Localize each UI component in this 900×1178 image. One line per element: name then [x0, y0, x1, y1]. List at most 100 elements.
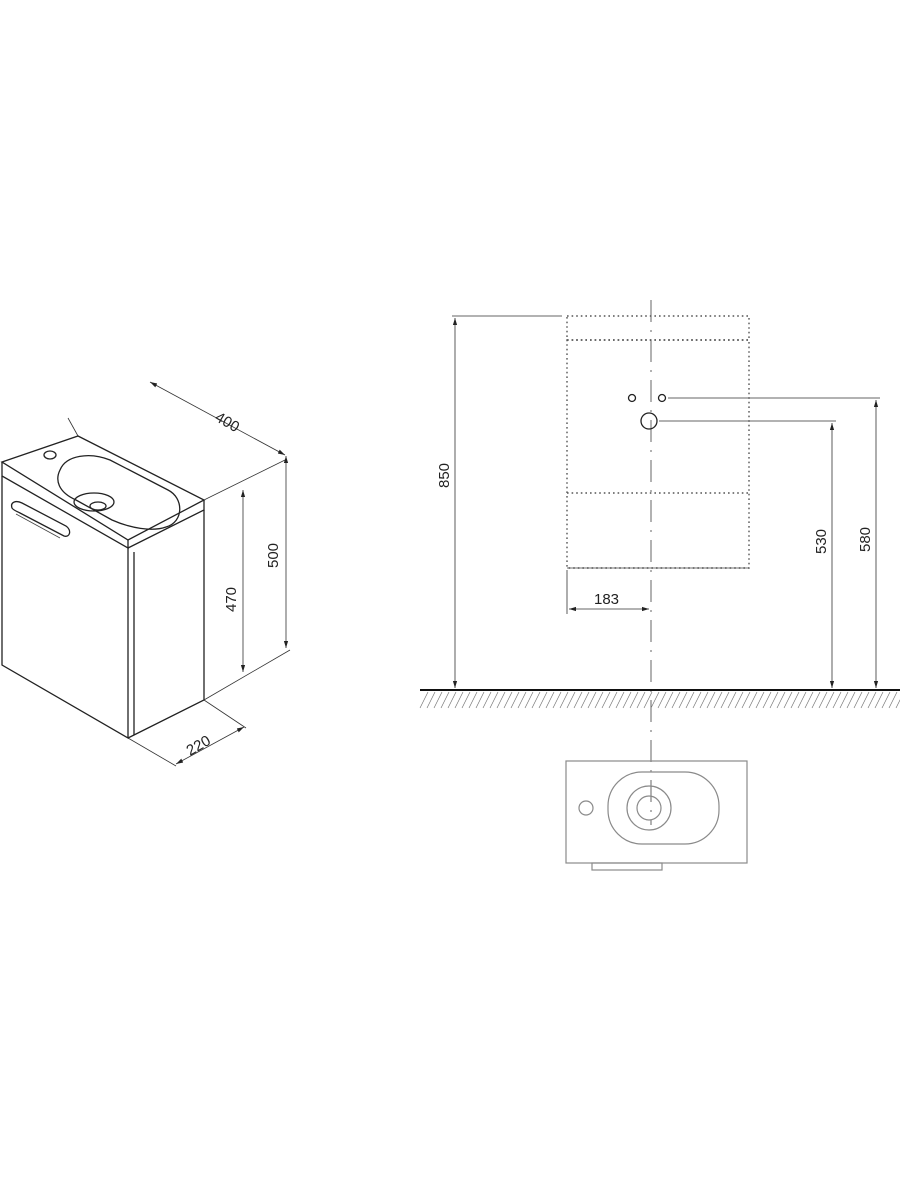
hatch-stroke [426, 691, 436, 709]
hatch-stroke [755, 691, 765, 709]
hatch-stroke [517, 691, 527, 709]
hatch-stroke [580, 691, 590, 709]
hatch-stroke [769, 691, 779, 709]
countertop-side-edge [127, 500, 205, 549]
countertop-front-edge [1, 462, 129, 550]
hatch-stroke [615, 691, 625, 709]
hatch-stroke [664, 691, 674, 709]
hatch-stroke [671, 691, 681, 709]
hatch-stroke [657, 691, 667, 709]
dim-width-label: 400 [212, 409, 242, 436]
hatch-stroke [552, 691, 562, 709]
hatch-stroke [643, 691, 653, 709]
drain-inner [89, 501, 107, 511]
hatch-stroke [573, 691, 583, 709]
hatch-stroke [734, 691, 744, 709]
dim-depth-ext-back [203, 699, 247, 729]
hatch-stroke [874, 691, 884, 709]
tap-hole [43, 450, 57, 460]
hatch-stroke [797, 691, 807, 709]
hatch-stroke [790, 691, 800, 709]
hatch-stroke [475, 691, 485, 709]
hatch-stroke [832, 691, 842, 709]
hatch-stroke [818, 691, 828, 709]
front-elevation: 850 580 530 183 [419, 300, 900, 825]
door-handle [10, 501, 71, 537]
dim-offset-label: 183 [594, 591, 619, 608]
hatch-stroke [720, 691, 730, 709]
dim-supply-label: 580 [857, 527, 874, 552]
hatch-stroke [489, 691, 499, 709]
hatch-stroke [559, 691, 569, 709]
hatch-stroke [706, 691, 716, 709]
top-view-drain-inner [636, 795, 662, 821]
hatch-stroke [741, 691, 751, 709]
dim-depth-line [175, 726, 245, 765]
top-view-outline [565, 760, 748, 864]
hatch-stroke [461, 691, 471, 709]
hatch-stroke [839, 691, 849, 709]
top-view-tap-hole [578, 800, 594, 816]
hatch-stroke [867, 691, 877, 709]
dim-cabinet-label: 470 [223, 587, 240, 612]
dim-height-ext-bottom [203, 649, 291, 701]
hatch-stroke [678, 691, 688, 709]
supply-hole-right [657, 393, 667, 403]
hatch-stroke [776, 691, 786, 709]
hatch-stroke [482, 691, 492, 709]
hatch-stroke [468, 691, 478, 709]
hatch-stroke [510, 691, 520, 709]
top-view-drain-outer [626, 785, 672, 831]
dim-drain-label: 530 [813, 529, 830, 554]
hatch-stroke [503, 691, 513, 709]
cabinet-outline [566, 339, 750, 569]
countertop-outline [566, 315, 750, 341]
drain-outer [73, 492, 115, 512]
hatch-stroke [713, 691, 723, 709]
hatch-stroke [594, 691, 604, 709]
top-view-bracket [591, 862, 663, 871]
hatch-stroke [783, 691, 793, 709]
dim-width-line [149, 381, 286, 456]
top-view [565, 760, 748, 871]
hatch-stroke [853, 691, 863, 709]
isometric-view: 400 500 470 220 [0, 381, 291, 767]
supply-hole-left [627, 393, 637, 403]
floor-hatching [419, 691, 900, 709]
hatch-stroke [804, 691, 814, 709]
hatch-stroke [860, 691, 870, 709]
hatch-stroke [440, 691, 450, 709]
hatch-stroke [608, 691, 618, 709]
hatch-stroke [895, 699, 900, 709]
hatch-stroke [419, 691, 429, 709]
drain-hole [640, 412, 658, 430]
hatch-stroke [454, 691, 464, 709]
hatch-stroke [636, 691, 646, 709]
dim-width-ext-left [67, 417, 79, 437]
hatch-stroke [566, 691, 576, 709]
hatch-stroke [881, 691, 891, 709]
hatch-stroke [692, 691, 702, 709]
hatch-stroke [699, 691, 709, 709]
hatch-stroke [601, 691, 611, 709]
hatch-stroke [531, 691, 541, 709]
hatch-stroke [762, 691, 772, 709]
dim-total-label: 850 [436, 463, 453, 488]
countertop-top [0, 435, 206, 541]
hatch-stroke [545, 691, 555, 709]
hatch-stroke [447, 691, 457, 709]
basin-outline [57, 455, 181, 530]
hatch-stroke [524, 691, 534, 709]
dim-height-label: 500 [265, 543, 282, 568]
dim-depth-label: 220 [184, 732, 214, 759]
hatch-stroke [727, 691, 737, 709]
hatch-stroke [811, 691, 821, 709]
hatch-stroke [825, 691, 835, 709]
cabinet-side [127, 510, 205, 739]
dim-depth-ext-front [127, 737, 177, 767]
hatch-stroke [622, 691, 632, 709]
top-view-basin [607, 771, 720, 845]
handle-shadow [15, 513, 61, 539]
hatch-stroke [433, 691, 443, 709]
